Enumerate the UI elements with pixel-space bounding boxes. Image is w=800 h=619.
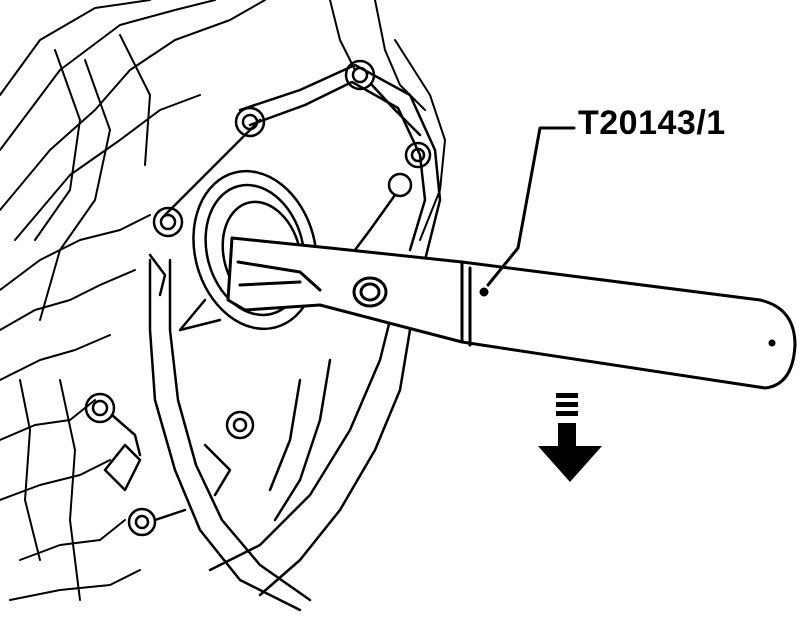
tool-callout-label: T20143/1	[578, 104, 726, 142]
callout-leader	[486, 126, 576, 287]
housing-cover	[148, 63, 442, 612]
bolt-bottom	[127, 507, 187, 537]
bolt-left	[148, 206, 184, 297]
counter-hold-tool	[226, 236, 797, 390]
bolt-right-lower	[353, 172, 413, 252]
bolt-upper-left	[234, 106, 266, 138]
bolt-top	[344, 59, 422, 137]
bolt-right	[404, 141, 432, 169]
bolt-lower-mid	[225, 410, 255, 440]
bolt-lower-left	[84, 392, 142, 457]
arrow-down-icon	[538, 393, 602, 482]
bolts	[84, 59, 432, 537]
engine-block	[0, 0, 446, 601]
